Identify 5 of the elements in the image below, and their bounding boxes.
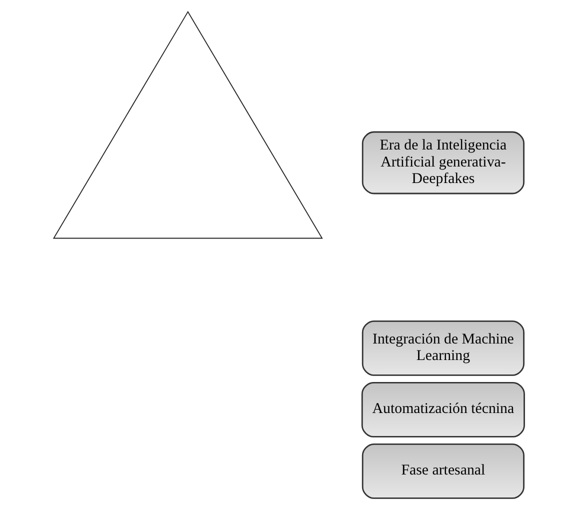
node-box: Era de la Inteligencia Artificial generativa- Deepfakes <box>362 131 524 194</box>
node-box: Integración de Machine Learning <box>362 320 524 376</box>
node-box: Automatización técnina <box>361 382 525 438</box>
node-triangle <box>52 10 323 239</box>
node-box: Fase artesanal <box>362 443 524 499</box>
